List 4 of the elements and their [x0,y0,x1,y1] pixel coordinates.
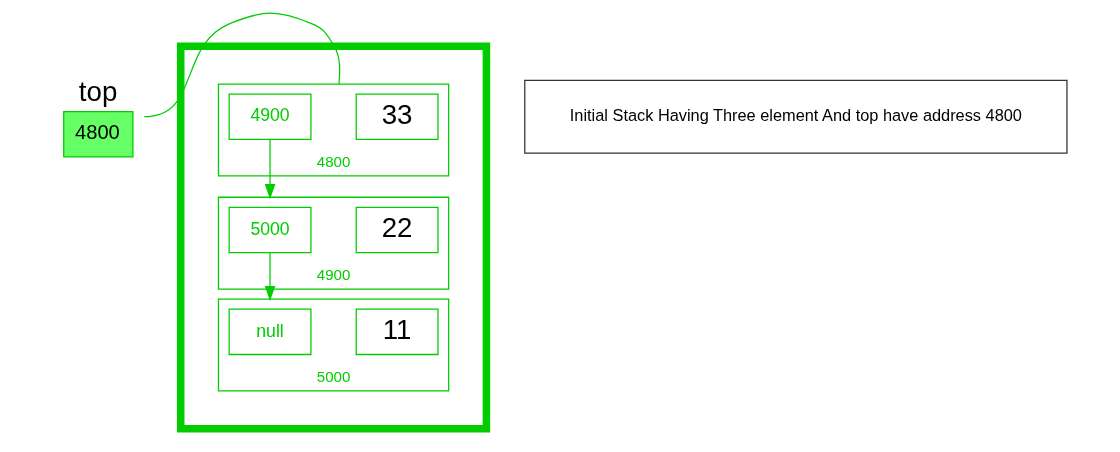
node-label: 4800 [316,152,351,170]
node-label: 5000 [316,367,351,385]
node-label: 4900 [316,265,351,283]
node-label: top [78,76,118,108]
